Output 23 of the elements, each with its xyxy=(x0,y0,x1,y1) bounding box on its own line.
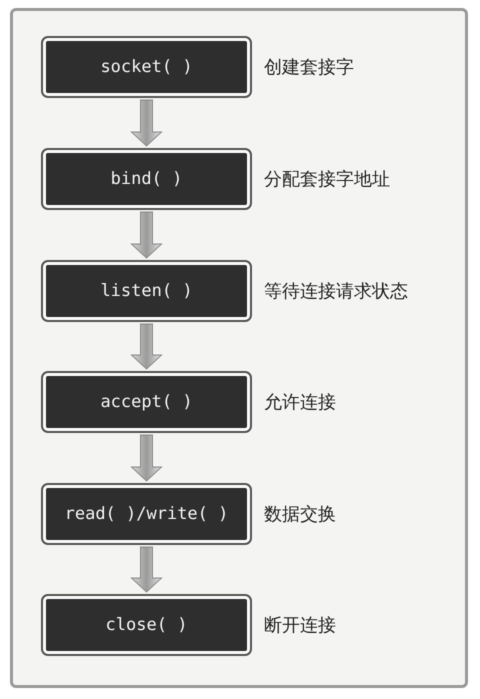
step-description: 断开连接 xyxy=(264,614,336,637)
step-description: 创建套接字 xyxy=(264,56,354,79)
function-name: socket( ) xyxy=(100,57,193,77)
function-name: close( ) xyxy=(106,615,188,635)
function-name: accept( ) xyxy=(100,392,193,412)
block-arrow xyxy=(130,324,163,370)
function-box xyxy=(43,373,250,431)
function-box xyxy=(43,150,250,208)
step-description: 等待连接请求状态 xyxy=(264,280,408,303)
step-description: 允许连接 xyxy=(264,391,336,414)
function-box xyxy=(43,596,250,654)
function-box xyxy=(43,38,250,96)
step-description: 数据交换 xyxy=(264,503,336,526)
block-arrow xyxy=(130,100,163,147)
function-name: listen( ) xyxy=(100,281,193,301)
function-name: read( )/write( ) xyxy=(64,504,228,524)
function-box xyxy=(43,262,250,320)
step-description: 分配套接字地址 xyxy=(264,168,390,191)
block-arrow xyxy=(130,546,163,593)
function-name: bind( ) xyxy=(110,169,182,189)
function-box xyxy=(43,485,250,543)
block-arrow xyxy=(130,434,163,482)
block-arrow xyxy=(130,212,163,259)
